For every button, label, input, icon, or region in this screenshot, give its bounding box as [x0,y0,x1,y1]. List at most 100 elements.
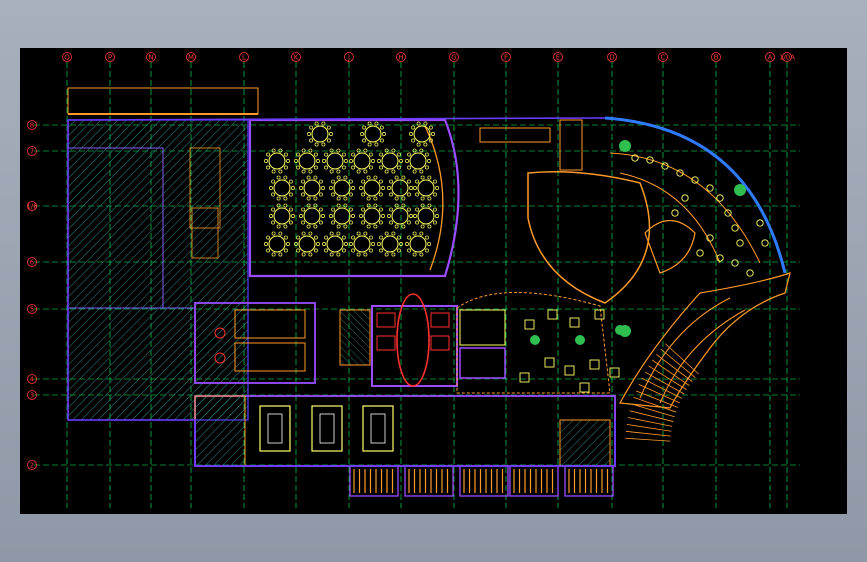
round-table [359,203,385,229]
deck-spoke [652,359,690,386]
east-chair [661,162,669,170]
row-label: 4 [27,374,37,384]
east-chair [761,239,769,247]
column-label-text: B [714,54,719,62]
east-chair [706,184,714,192]
deck-spoke [629,410,674,422]
east-chair [731,259,739,267]
deck-spoke [641,377,683,399]
east-chair [671,209,679,217]
east-chair [681,194,689,202]
row-label-text: 4 [30,376,35,384]
round-table [264,148,290,174]
column-label-text: Q [64,54,70,62]
column-label-text: J [347,54,350,62]
round-table [299,203,325,229]
column-label-text: L [242,54,246,62]
atrium [479,119,696,304]
meeting-table [259,405,291,452]
round-table [377,148,403,174]
round-table [349,231,375,257]
lounge-chair [589,359,600,370]
meeting-table-group [259,405,394,452]
row-label: 7 [27,146,37,156]
round-table [269,175,295,201]
balcony [349,465,399,497]
deck-spoke [635,390,678,408]
column-label: M [186,52,196,62]
column-label: E [553,52,563,62]
round-table [413,175,439,201]
east-chair [736,239,744,247]
lounge-chair [579,382,590,393]
round-table [409,121,435,147]
balcony [404,465,454,497]
deck-spoke [625,430,671,437]
row-label: 5 [27,304,37,314]
round-table [294,148,320,174]
east-restaurant [604,116,791,442]
row-label-text: 2 [30,462,34,470]
round-table [299,175,325,201]
lounge-chair [547,309,558,320]
column-label: F [501,52,511,62]
balcony [459,465,509,497]
lounge-chair-group [519,309,620,393]
row-label: 6 [27,257,37,267]
lounge-chair [569,317,580,328]
building-outline [67,117,616,467]
lounge-chair [594,309,605,320]
east-chair [716,194,724,202]
deck-spoke [644,371,685,395]
row-label-text: 7 [30,148,34,156]
round-table [307,121,333,147]
deck-spoke [660,348,696,379]
column-label-text: N [148,54,153,62]
balcony [509,465,559,497]
east-chair-group [631,154,769,277]
row-label-text: 3 [30,392,34,400]
column-label: B [711,52,721,62]
east-chair [724,209,732,217]
column-label: A [765,52,775,62]
deck-spoke [633,396,677,413]
column-label-text: P [108,54,112,62]
round-table [329,175,355,201]
row-label-text: 8 [30,122,34,130]
round-table [387,175,413,201]
column-label: P [105,52,115,62]
column-label: C [658,52,668,62]
balcony [564,465,614,497]
column-label-text: A [768,54,773,62]
row-label: 3 [27,390,37,400]
column-label: D [607,52,617,62]
round-table [264,231,290,257]
east-chair [676,169,684,177]
round-table [405,231,431,257]
column-label-text: D [609,54,614,62]
deck-spoke [656,354,693,382]
round-table [360,121,386,147]
deck-spoke [648,365,687,391]
column-label-text: H [398,54,403,62]
deck-spoke [625,437,671,442]
column-label: Q [62,52,72,62]
column-label: K [291,52,301,62]
service-core [194,302,371,384]
deck-spoke [665,343,699,375]
meeting-rooms [194,395,616,497]
column-label-text: G [451,54,456,62]
lobby-lounge [456,292,625,394]
south-balcony-group [349,465,614,497]
row-label-text: 6 [30,259,35,267]
row-label: 1/6 [26,201,38,211]
lounge-chair [544,357,555,368]
round-table [322,148,348,174]
column-label-text: F [504,54,508,62]
banquet-hall [248,118,460,278]
left-wing [67,87,259,421]
east-chair [631,154,639,162]
round-table [405,148,431,174]
